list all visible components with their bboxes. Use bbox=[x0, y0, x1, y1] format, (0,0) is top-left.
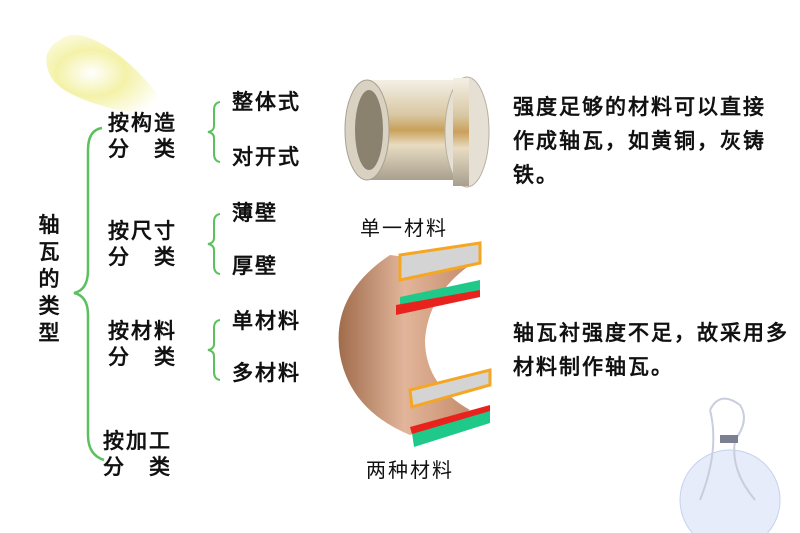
note-single-material: 强度足够的材料可以直接作成轴瓦，如黄铜，灰铸铁。 bbox=[513, 95, 766, 187]
category-processing: 按加工 分 类 bbox=[103, 429, 172, 479]
glow-decoration-icon bbox=[46, 34, 175, 120]
solid-bushing-icon bbox=[344, 76, 490, 188]
category-structure: 按构造 分 类 bbox=[108, 111, 177, 161]
thinker-figure-icon bbox=[679, 397, 781, 533]
caption-single-material: 单一材料 bbox=[360, 216, 448, 240]
root-label: 轴 瓦 的 类 型 bbox=[38, 213, 60, 345]
subtype-single-material: 单材料 bbox=[232, 309, 301, 333]
bracket-material-icon bbox=[207, 319, 221, 381]
bracket-structure-icon bbox=[207, 101, 221, 163]
caption-dual-material: 两种材料 bbox=[366, 458, 454, 482]
layered-bearing-icon bbox=[338, 241, 492, 447]
category-material: 按材料 分 类 bbox=[108, 319, 177, 369]
bracket-size-icon bbox=[207, 213, 221, 275]
subtype-split: 对开式 bbox=[232, 145, 301, 169]
subtype-integral: 整体式 bbox=[232, 90, 301, 114]
main-bracket-icon bbox=[73, 126, 105, 462]
subtype-thin-wall: 薄壁 bbox=[232, 201, 278, 225]
note-multi-material: 轴瓦衬强度不足，故采用多材料制作轴瓦。 bbox=[513, 321, 789, 379]
category-size: 按尺寸 分 类 bbox=[108, 219, 177, 269]
subtype-multi-material: 多材料 bbox=[232, 361, 301, 385]
subtype-thick-wall: 厚壁 bbox=[232, 254, 278, 278]
